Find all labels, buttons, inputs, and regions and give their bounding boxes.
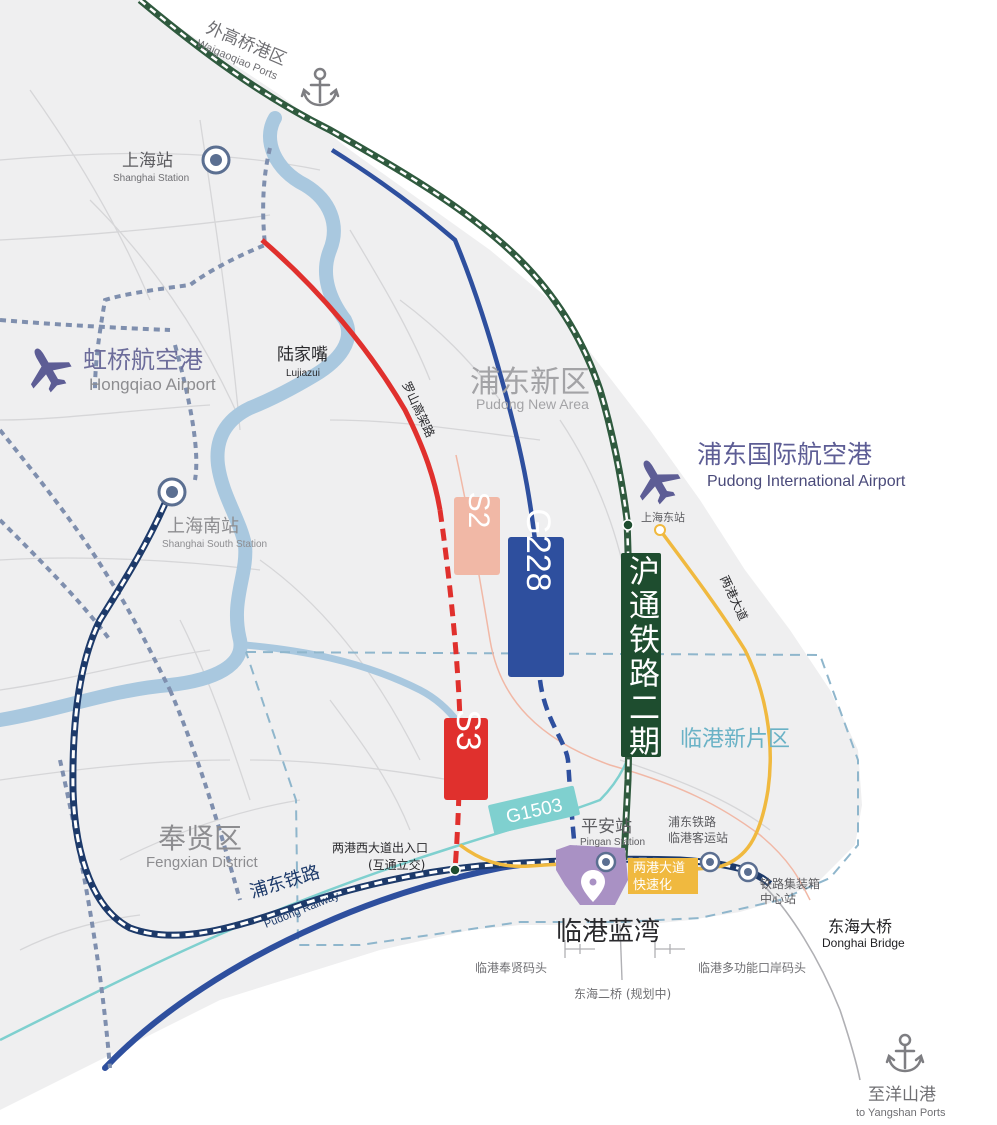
station-icon	[699, 851, 721, 873]
s2-label: S2	[462, 492, 495, 529]
station-icon	[157, 477, 187, 507]
donghai-bridge-label-en: Donghai Bridge	[822, 936, 905, 950]
shanghai-station-label-en: Shanghai Station	[113, 173, 189, 184]
shanghai-east-station-node	[622, 519, 634, 531]
donghai-second-bridge	[619, 924, 623, 981]
g228-highway-planned	[537, 679, 578, 851]
station-icon	[737, 861, 759, 883]
huangpu-river	[0, 111, 356, 727]
airplane-icon	[30, 348, 72, 393]
land-area	[0, 0, 862, 1110]
map-pin-icon	[581, 870, 605, 902]
lingang-bay-label: 临港蓝湾	[556, 917, 660, 947]
anchor-icon	[885, 1033, 925, 1073]
hutong-railway-shield: 沪通铁路二期	[621, 553, 661, 759]
donghai-bridge-label: 东海大桥	[828, 917, 892, 936]
lianggang-west-interchange-node	[449, 864, 461, 876]
station-icon	[201, 145, 231, 175]
donghai-second-bridge-label: 东海二桥 (规划中)	[574, 986, 671, 1001]
pudong-airport-label: 浦东国际航空港	[697, 440, 872, 469]
pingan-station-label-en: Pingan Station	[580, 837, 645, 848]
station-icon	[595, 851, 617, 873]
s3-label: S3	[449, 709, 487, 751]
pudong-airport-label-en: Pudong International Airport	[707, 473, 906, 490]
g228-highway	[330, 148, 538, 541]
g228-label: G228	[519, 508, 557, 591]
container-station-label-1: 铁路集装箱	[760, 876, 820, 891]
hongqiao-airport-label: 虹桥航空港	[83, 346, 203, 374]
lianggang-west-label-2: (互通立交)	[368, 857, 425, 872]
yangshan-port-label-en: to Yangshan Ports	[856, 1107, 946, 1119]
shanghai-east-station-label: 上海东站	[641, 510, 685, 524]
lianggang-west-label-1: 两港西大道出入口	[332, 841, 428, 855]
lingang-new-area-boundary	[245, 651, 859, 946]
g1503-expressway	[0, 719, 642, 1042]
lianggang-avenue-node	[654, 524, 666, 536]
lujiazui-label: 陆家嘴	[277, 345, 328, 365]
yangshan-port-label: 至洋山港	[868, 1085, 936, 1105]
shanghai-south-station-label: 上海南站	[167, 516, 239, 537]
fengxian-dock-label: 临港奉贤码头	[475, 961, 547, 975]
pudong-rail-lingang-label-1: 浦东铁路	[668, 814, 716, 829]
hongqiao-airport-label-en: Hongqiao Airport	[89, 375, 216, 394]
pingan-station-label: 平安站	[581, 817, 632, 837]
dock-markers	[564, 940, 685, 958]
donghai-bridge	[759, 881, 861, 1081]
pudong-rail-lingang-label-2: 临港客运站	[668, 830, 728, 845]
lianggang-express-label-2: 快速化	[633, 878, 672, 893]
s2-shield: S2	[454, 492, 500, 575]
minor-road-network	[0, 89, 771, 951]
fengxian-district-label: 奉贤区	[158, 822, 242, 855]
shanghai-south-station-label-en: Shanghai South Station	[162, 539, 267, 550]
airplane-icon	[639, 460, 681, 505]
pudong-new-area-label-en: Pudong New Area	[476, 396, 589, 412]
shanghai-station-label: 上海站	[122, 151, 173, 171]
s3-expressway	[260, 238, 443, 511]
lingang-new-area-label: 临港新片区	[680, 727, 790, 752]
pudong-new-area-label: 浦东新区	[470, 365, 590, 400]
anchor-icon	[300, 67, 340, 107]
s3-shield: S3	[444, 709, 488, 800]
g228-shield: G228	[508, 508, 564, 677]
fengxian-district-label-en: Fengxian District	[146, 854, 259, 871]
hutong-label: 沪通铁路二期	[623, 555, 660, 759]
lianggang-express-box	[628, 858, 698, 894]
multi-dock-label: 临港多功能口岸码头	[698, 961, 806, 975]
lujiazui-label-en: Lujiazui	[286, 368, 320, 379]
lianggang-express-label-1: 两港大道	[633, 861, 685, 876]
container-station-label-2: 中心站	[760, 891, 796, 906]
